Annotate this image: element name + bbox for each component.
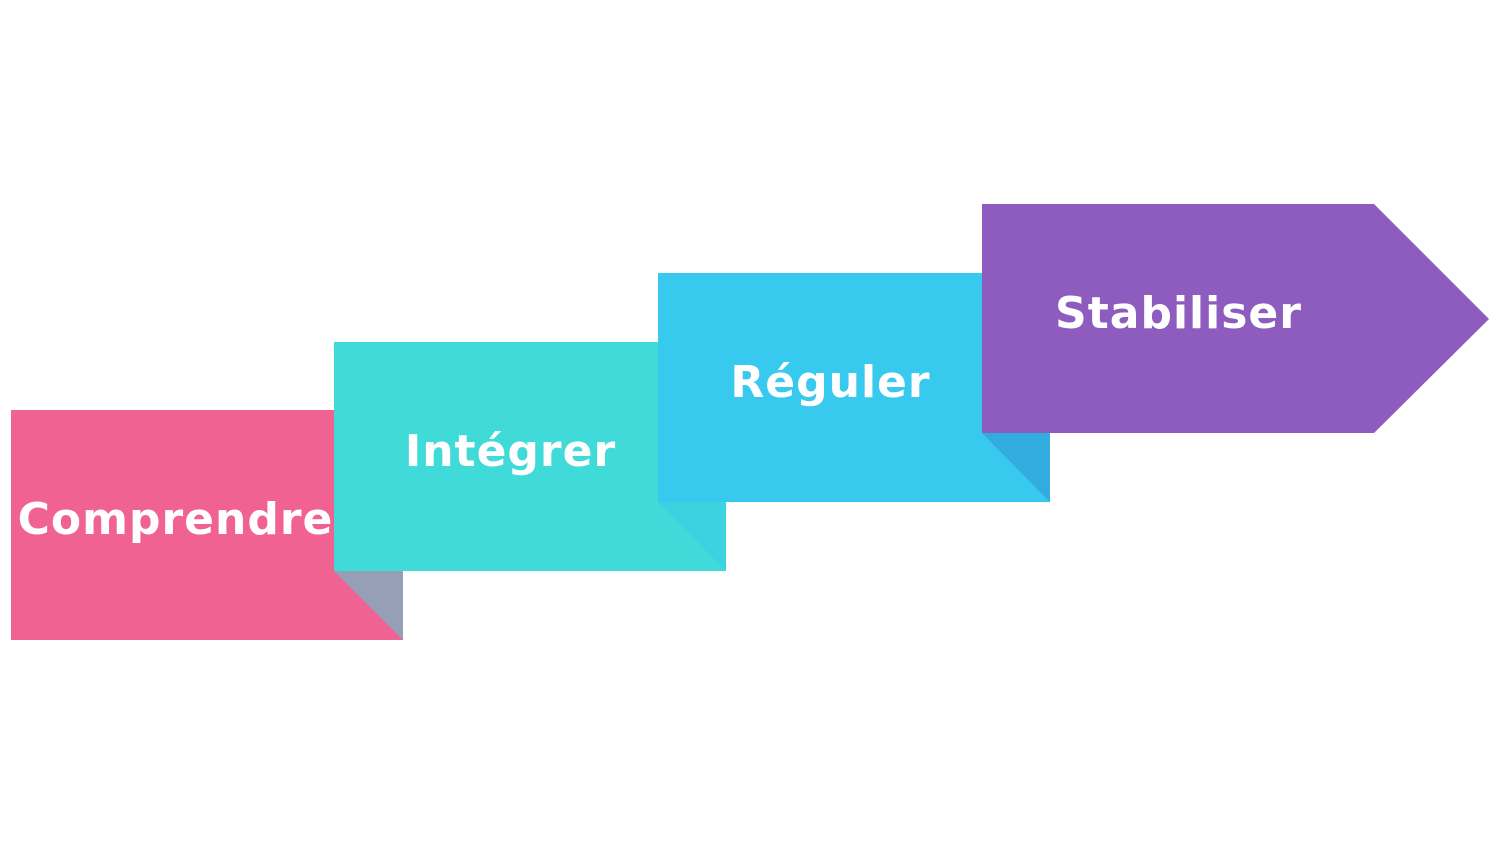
step-integrer-fold — [658, 502, 726, 571]
step-comprendre-fold — [334, 571, 403, 640]
step-integrer-label: Intégrer — [404, 426, 617, 477]
step-reguler-fold — [982, 433, 1050, 502]
step-stabiliser-arrow — [982, 204, 1489, 433]
step-comprendre-label: Comprendre — [17, 494, 334, 545]
step-stabiliser-label: Stabiliser — [1055, 288, 1302, 339]
step-reguler-label: Réguler — [730, 357, 931, 408]
